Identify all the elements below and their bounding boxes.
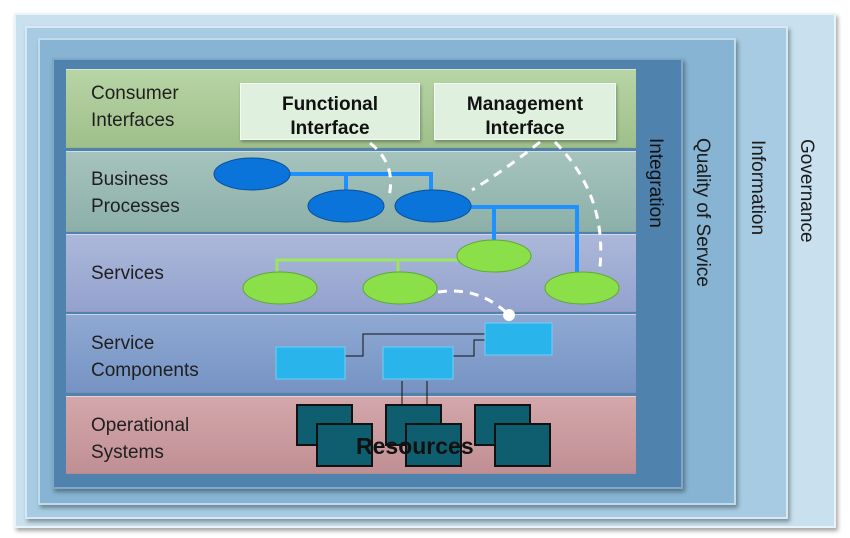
- resource-box: [316, 423, 373, 467]
- management-interface-box: Management Interface: [434, 83, 616, 140]
- information-label: Information: [747, 140, 768, 236]
- governance-label: Governance: [796, 139, 817, 243]
- business-processes-label: Business Processes: [91, 169, 180, 217]
- service-node: [242, 271, 318, 305]
- process-node: [307, 189, 385, 223]
- component-connectors: [345, 333, 485, 408]
- service-node: [362, 271, 438, 305]
- process-tree-lines: [252, 172, 579, 284]
- quality-of-service-label: Quality of Service: [692, 138, 713, 287]
- functional-interface-box: Functional Interface: [240, 83, 420, 140]
- service-components-label: Service Components: [91, 333, 199, 381]
- consumer-interfaces-label: Consumer Interfaces: [91, 83, 179, 131]
- services-layer: [66, 234, 636, 312]
- component-box: [275, 346, 346, 380]
- services-label: Services: [91, 263, 164, 284]
- resources-label: Resources: [356, 433, 474, 459]
- dashed-links: [369, 140, 603, 316]
- operational-systems-label: Operational Systems: [91, 415, 190, 463]
- resource-box: [494, 423, 551, 467]
- process-node: [394, 189, 472, 223]
- resource-box: [405, 423, 462, 467]
- component-box: [382, 346, 454, 380]
- process-node: [213, 157, 291, 191]
- service-node: [544, 271, 620, 305]
- link-endpoint-dot: [503, 309, 515, 321]
- service-node: [456, 239, 532, 273]
- component-box: [484, 322, 553, 356]
- integration-label: Integration: [645, 138, 666, 228]
